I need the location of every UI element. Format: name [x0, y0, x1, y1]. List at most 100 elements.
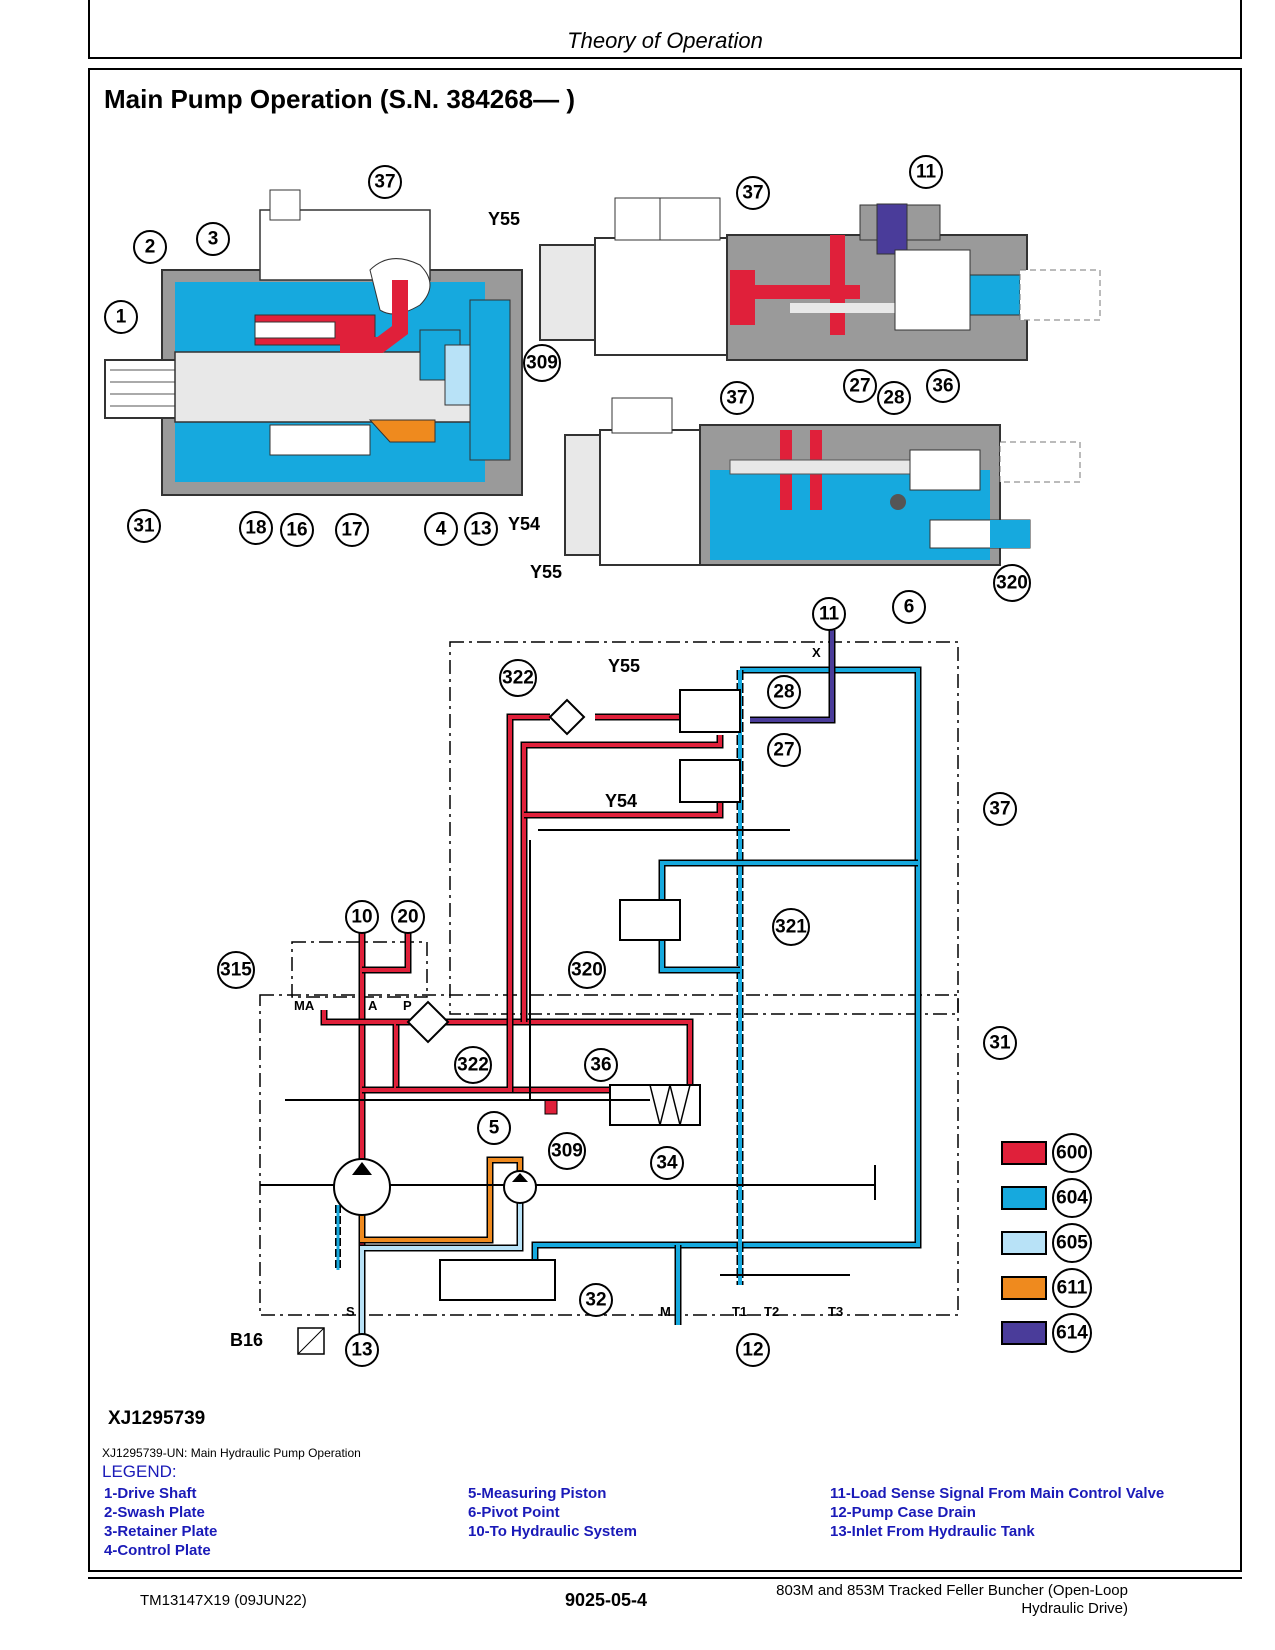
solenoid-37-box — [259, 209, 431, 281]
svg-text:5: 5 — [489, 1118, 500, 1139]
svg-text:16: 16 — [286, 520, 307, 541]
svg-text:37: 37 — [989, 799, 1010, 820]
callout-16: 16 — [280, 513, 314, 547]
svg-text:3: 3 — [208, 229, 219, 250]
callout-36-schematic: 36 — [584, 1048, 618, 1082]
svg-text:4: 4 — [436, 519, 447, 540]
port-t1: T1 — [732, 1304, 747, 1319]
control-valve-cutaway-lower — [564, 397, 1081, 566]
svg-text:32: 32 — [585, 1290, 606, 1311]
svg-text:36: 36 — [932, 376, 953, 397]
callout-321: 321 — [772, 908, 810, 946]
svg-text:13: 13 — [470, 519, 491, 540]
svg-text:27: 27 — [849, 376, 870, 397]
section-title: Theory of Operation — [567, 28, 763, 53]
port-p: P — [403, 998, 412, 1013]
svg-text:2: 2 — [145, 237, 156, 258]
label-y55-schematic: Y55 — [608, 656, 640, 676]
boundary-37 — [449, 641, 959, 1015]
svg-text:321: 321 — [775, 917, 807, 938]
port-ma: MA — [294, 998, 315, 1013]
callout-5: 5 — [477, 1111, 511, 1145]
svg-text:37: 37 — [742, 183, 763, 204]
legend-item: 4-Control Plate — [104, 1542, 211, 1559]
svg-text:315: 315 — [220, 960, 252, 981]
drive-shaft-spline — [104, 359, 178, 419]
port-t2: T2 — [764, 1304, 779, 1319]
callout-11-schematic: 11 — [812, 597, 846, 631]
callout-17: 17 — [335, 513, 369, 547]
svg-text:34: 34 — [656, 1153, 678, 1174]
legend-item: 5-Measuring Piston — [468, 1485, 607, 1502]
color-code-label: 604 — [1056, 1188, 1088, 1209]
svg-text:20: 20 — [397, 907, 418, 928]
legend-item: 6-Pivot Point — [468, 1504, 560, 1521]
callout-11-top: 11 — [909, 155, 943, 189]
charge-pump-309-symbol — [503, 1170, 537, 1204]
svg-text:320: 320 — [571, 960, 603, 981]
svg-text:11: 11 — [916, 162, 937, 183]
callout-20: 20 — [391, 900, 425, 934]
legend-column-2: 5-Measuring Piston 6-Pivot Point 10-To H… — [468, 1484, 637, 1541]
footer-page-number: 9025-05-4 — [565, 1590, 648, 1610]
svg-text:28: 28 — [773, 682, 794, 703]
callout-322-lower: 322 — [454, 1046, 492, 1084]
port-x: X — [812, 645, 821, 660]
svg-text:36: 36 — [590, 1055, 611, 1076]
filter-322-upper — [548, 698, 586, 736]
valve-27-symbol — [679, 759, 741, 803]
svg-text:18: 18 — [245, 518, 266, 539]
legend-item: 13-Inlet From Hydraulic Tank — [830, 1523, 1035, 1540]
svg-text:6: 6 — [904, 597, 915, 618]
callout-315: 315 — [217, 951, 255, 989]
figure-caption: XJ1295739-UN: Main Hydraulic Pump Operat… — [102, 1446, 361, 1460]
label-y54-cutaway: Y54 — [508, 514, 540, 534]
svg-text:31: 31 — [133, 516, 155, 537]
callout-34: 34 — [650, 1146, 684, 1180]
footer-doc-id: TM13147X19 (09JUN22) — [140, 1592, 307, 1609]
label-y55-lower: Y55 — [530, 562, 562, 582]
callout-12: 12 — [736, 1333, 770, 1367]
svg-text:31: 31 — [989, 1033, 1011, 1054]
legend-column-1: 1-Drive Shaft 2-Swash Plate 3-Retainer P… — [104, 1484, 217, 1560]
pump-cutaway-drawing — [104, 189, 523, 496]
svg-text:322: 322 — [502, 668, 534, 689]
filter-322-lower — [406, 1000, 450, 1044]
color-swatch-604 — [1001, 1186, 1047, 1210]
legend-column-3: 11-Load Sense Signal From Main Control V… — [830, 1484, 1230, 1541]
svg-text:320: 320 — [996, 573, 1028, 594]
callout-27-schematic: 27 — [767, 733, 801, 767]
component-labels: Y55 Y54 Y55 Y55 Y54 B16 X MA A P S M T1 … — [230, 209, 843, 1350]
page-title: Main Pump Operation (S.N. 384268— ) — [104, 84, 575, 114]
callout-markers: 37 2 3 1 309 31 18 16 17 4 13 11 37 37 2… — [104, 155, 1031, 1367]
label-b16: B16 — [230, 1330, 263, 1350]
color-swatch-605 — [1001, 1231, 1047, 1255]
color-code-circle — [1052, 1313, 1092, 1353]
valve-320-symbol — [619, 899, 681, 941]
hydraulic-schematic — [259, 630, 959, 1355]
callout-28-schematic: 28 — [767, 675, 801, 709]
callout-2: 2 — [133, 230, 167, 264]
svg-text:37: 37 — [374, 172, 395, 193]
callout-6: 6 — [892, 590, 926, 624]
callout-27-top: 27 — [843, 369, 877, 403]
svg-text:27: 27 — [773, 740, 794, 761]
color-code-label: 605 — [1056, 1233, 1088, 1254]
boundary-31 — [259, 994, 959, 1316]
svg-text:309: 309 — [526, 353, 558, 374]
control-valve-cutaway-upper — [539, 197, 1101, 361]
svg-text:28: 28 — [883, 388, 904, 409]
svg-text:1: 1 — [116, 307, 127, 328]
callout-320-schematic: 320 — [568, 951, 606, 989]
header-box: Theory of Operation — [88, 0, 1242, 59]
svg-text:12: 12 — [742, 1340, 763, 1361]
callout-37-schematic: 37 — [983, 792, 1017, 826]
color-code-circle — [1052, 1223, 1092, 1263]
callout-10: 10 — [345, 900, 379, 934]
legend-heading: LEGEND: — [102, 1462, 177, 1481]
valve-28-symbol — [679, 689, 741, 733]
svg-text:10: 10 — [351, 907, 372, 928]
callout-320-top: 320 — [993, 564, 1031, 602]
callout-309-schematic: 309 — [548, 1132, 586, 1170]
port-m: M — [660, 1304, 671, 1319]
